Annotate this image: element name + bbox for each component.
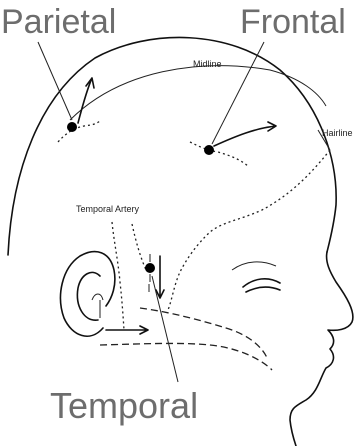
eye: [243, 279, 280, 292]
temporal-vertical-arrow: [156, 256, 164, 298]
temporal-label: Temporal: [50, 385, 198, 426]
frontal-label: Frontal: [240, 3, 346, 41]
jaw-line: [100, 343, 272, 370]
ear-inner: [77, 272, 100, 320]
eyebrow: [232, 262, 276, 270]
parietal-measure-arrow: [78, 78, 94, 123]
hairline-curve: [168, 150, 330, 310]
temporal-artery-line: [112, 222, 124, 330]
cheek-line: [140, 308, 268, 360]
parietal-dotted-line: [58, 121, 100, 142]
hairline-label: Hairline: [322, 128, 353, 138]
face-profile: [290, 252, 353, 446]
temporal-artery-label: Temporal Artery: [76, 204, 140, 214]
midline-label: Midline: [193, 59, 222, 69]
frontal-measure-arrow: [214, 122, 276, 146]
midline-curve: [70, 66, 326, 120]
parietal-point-icon: [67, 122, 77, 132]
ear-measure-arrow: [106, 326, 148, 334]
temporal-leader: [152, 276, 178, 382]
temporal-point-icon: [145, 263, 155, 273]
parietal-leader: [38, 42, 72, 120]
temporal-artery-branch: [132, 224, 146, 270]
ear-outline: [61, 252, 115, 337]
parietal-label: Parietal: [1, 3, 116, 41]
frontal-leader: [212, 42, 264, 144]
temporal-dashes: [149, 254, 150, 292]
ear-canal: [92, 294, 103, 300]
frontal-point-icon: [204, 145, 214, 155]
frontal-dotted-line: [190, 142, 248, 166]
